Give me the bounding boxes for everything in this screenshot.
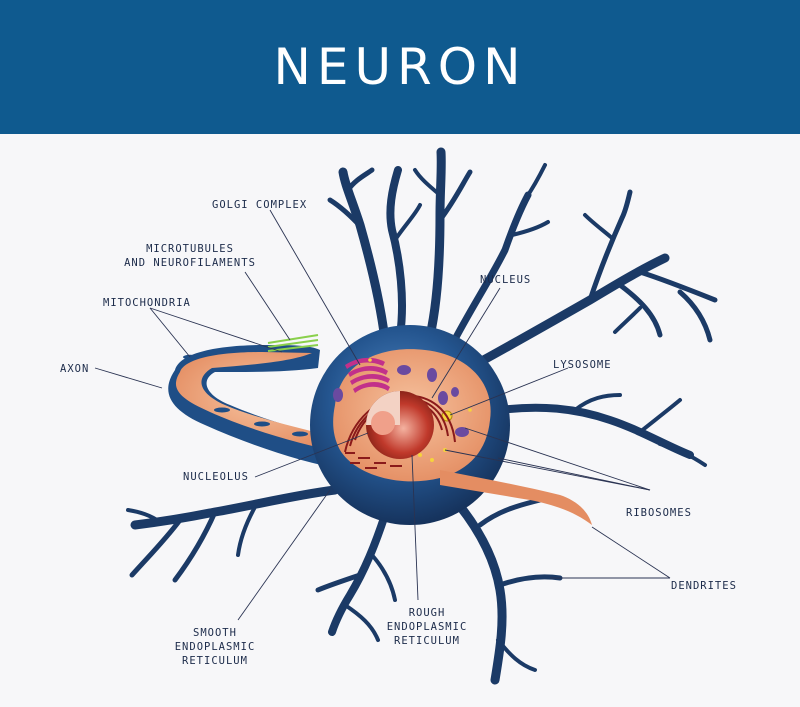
- label-axon: AXON: [60, 363, 90, 375]
- label-dendrites: DENDRITES: [671, 580, 737, 592]
- leader-lines: [94, 209, 671, 621]
- label-nucleolus: NUCLEOLUS: [183, 471, 249, 483]
- label-nucleus: NUCLEUS: [480, 274, 532, 286]
- dendrites: [126, 147, 718, 685]
- label-smooth-er: SMOOTH ENDOPLASMIC RETICULUM: [174, 627, 256, 667]
- smooth-er-organelle: [345, 452, 402, 469]
- label-golgi-complex: GOLGI COMPLEX: [212, 199, 308, 211]
- title-banner: NEURON: [0, 0, 800, 134]
- cell-body: [310, 325, 592, 525]
- label-lysosome: LYSOSOME: [553, 359, 612, 371]
- label-rough-er: ROUGH ENDOPLASMIC RETICULUM: [386, 607, 468, 647]
- nucleus-organelle: [366, 391, 434, 459]
- golgi-organelle: [345, 357, 390, 393]
- mitochondria-organelles: [333, 365, 469, 437]
- label-microtubules: MICROTUBULES AND NEUROFILAMENTS: [124, 243, 256, 269]
- page-title: NEURON: [273, 38, 527, 96]
- label-ribosomes: RIBOSOMES: [626, 507, 692, 519]
- label-mitochondria: MITOCHONDRIA: [103, 297, 191, 309]
